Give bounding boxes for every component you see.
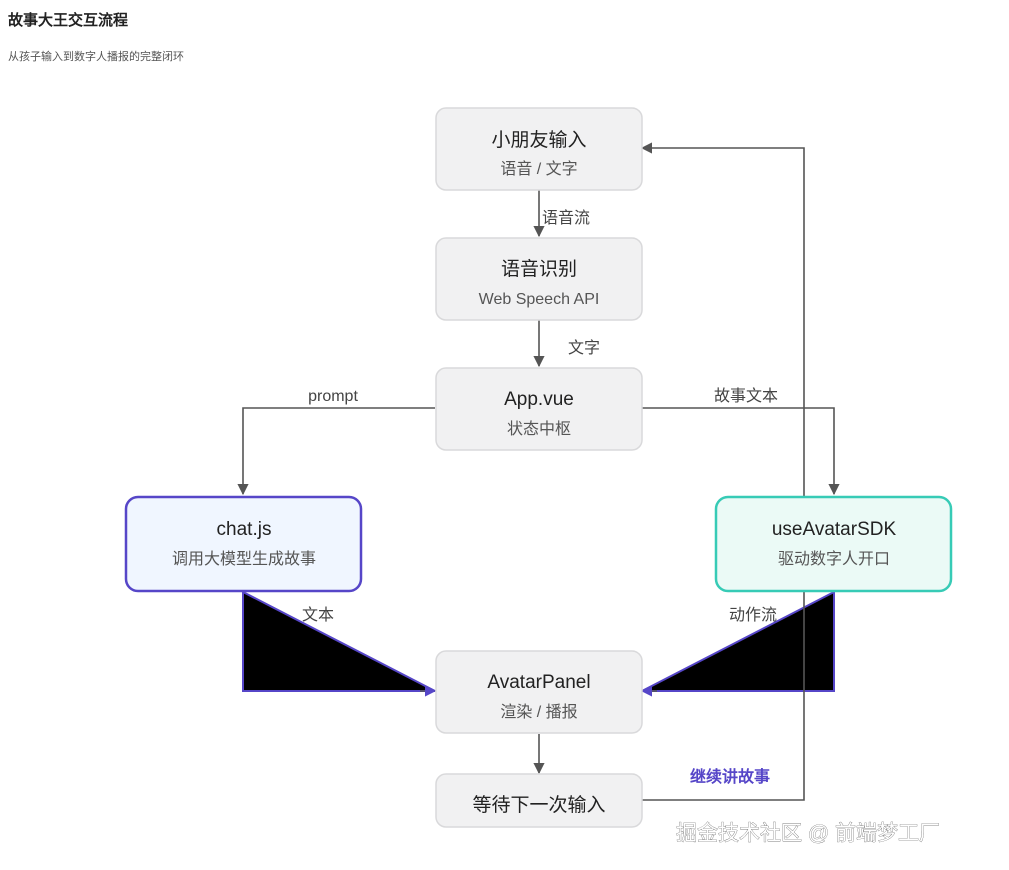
node-input: 小朋友输入 语音 / 文字 xyxy=(435,107,643,191)
node-input-title: 小朋友输入 xyxy=(491,129,586,151)
node-app-title: App.vue xyxy=(504,389,574,410)
watermark-text: 掘金技术社区 @ 前端梦工厂 xyxy=(676,822,940,845)
label-asr-app: 文字 xyxy=(568,339,600,357)
label-chat-panel: 文本 xyxy=(302,606,334,624)
node-sdk-title: useAvatarSDK xyxy=(772,519,897,540)
node-chat-title: chat.js xyxy=(217,519,272,540)
node-panel-title: AvatarPanel xyxy=(487,672,590,693)
edge-app-chat xyxy=(237,407,435,496)
page-subtitle: 从孩子输入到数字人播报的完整闭环 xyxy=(8,51,184,63)
label-app-chat: prompt xyxy=(308,388,358,405)
label-app-sdk: 故事文本 xyxy=(714,387,778,405)
node-asr: 语音识别 Web Speech API xyxy=(435,237,643,321)
node-panel: AvatarPanel 渲染 / 播报 xyxy=(435,650,643,734)
edge-app-sdk xyxy=(642,407,840,496)
node-asr-sub: Web Speech API xyxy=(479,291,600,308)
label-input-asr: 语音流 xyxy=(542,209,590,227)
node-panel-sub: 渲染 / 播报 xyxy=(500,703,577,721)
page-title: 故事大王交互流程 xyxy=(8,12,129,29)
node-wait-title: 等待下一次输入 xyxy=(472,794,605,816)
node-sdk-sub: 驱动数字人开口 xyxy=(778,550,890,568)
edge-chat-panel xyxy=(242,590,436,692)
label-sdk-panel: 动作流 xyxy=(729,606,777,624)
node-wait: 等待下一次输入 xyxy=(435,773,643,828)
node-app-sub: 状态中枢 xyxy=(507,420,571,438)
edge-sdk-panel xyxy=(641,590,835,692)
node-sdk: useAvatarSDK 驱动数字人开口 xyxy=(714,495,953,593)
node-asr-title: 语音识别 xyxy=(501,258,577,280)
edge-loop xyxy=(640,142,805,801)
label-loop: 继续讲故事 xyxy=(690,767,770,786)
node-app: App.vue 状态中枢 xyxy=(435,367,643,451)
node-chat: chat.js 调用大模型生成故事 xyxy=(124,495,363,593)
node-chat-sub: 调用大模型生成故事 xyxy=(172,550,316,568)
node-input-sub: 语音 / 文字 xyxy=(500,160,577,178)
